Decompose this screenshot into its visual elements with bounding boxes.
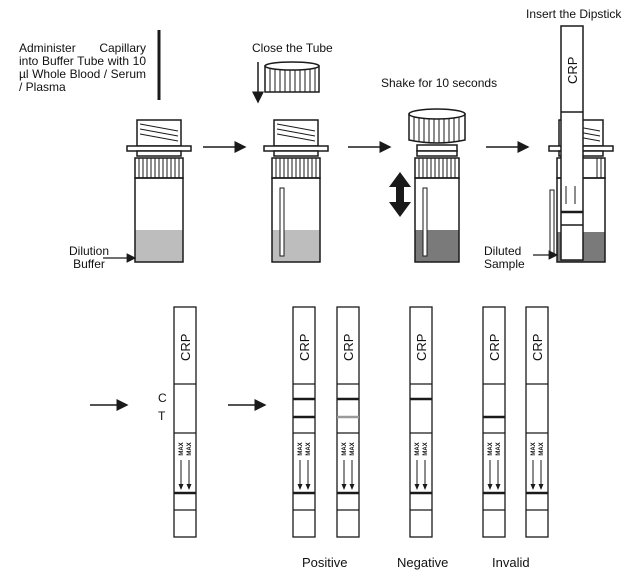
strip-brand: CRP: [178, 334, 193, 361]
shake-arrow-icon: [389, 172, 411, 217]
max-arrow-head: [349, 484, 355, 490]
result-negative-label: Negative: [397, 555, 449, 570]
strip-body: [336, 306, 360, 538]
max-mark: MAX: [179, 442, 185, 455]
max-mark: MAX: [350, 442, 356, 455]
step-insert-label: Insert the Dipstick: [526, 7, 622, 21]
strip-body: [482, 306, 506, 538]
dilution-buffer-label: Dilution Buffer: [68, 244, 110, 271]
max-mark: MAX: [539, 442, 545, 455]
max-mark: MAX: [423, 442, 429, 455]
test-line-label: T: [158, 409, 166, 423]
strip-brand: CRP: [297, 334, 312, 361]
step-close-label: Close the Tube: [252, 41, 333, 55]
max-arrow-head: [422, 484, 428, 490]
max-mark: MAX: [531, 442, 537, 455]
strip-body: [173, 306, 197, 538]
max-arrow-head: [297, 484, 303, 490]
max-arrow-head: [186, 484, 192, 490]
tube-2-close: [252, 61, 329, 263]
max-arrow-head: [487, 484, 493, 490]
max-arrow-head: [414, 484, 420, 490]
tube-1-open-buffer: [103, 30, 192, 263]
strip-brand: CRP: [341, 334, 356, 361]
result-invalid-label: Invalid: [492, 555, 530, 570]
strip-body: [292, 306, 316, 538]
max-mark: MAX: [342, 442, 348, 455]
strip-brand: CRP: [414, 334, 429, 361]
max-mark: MAX: [496, 442, 502, 455]
step-shake-label: Shake for 10 seconds: [381, 76, 498, 90]
strip-body: [525, 306, 549, 538]
max-mark: MAX: [415, 442, 421, 455]
max-arrow-head: [341, 484, 347, 490]
diluted-sample-label: Diluted Sample: [484, 244, 525, 271]
strip-brand: CRP: [530, 334, 545, 361]
max-mark: MAX: [187, 442, 193, 455]
max-arrow-head: [530, 484, 536, 490]
max-arrow-head: [305, 484, 311, 490]
strip-body: [409, 306, 433, 538]
max-mark: MAX: [306, 442, 312, 455]
strip-brand: CRP: [487, 334, 502, 361]
inserted-dipstick-brand: CRP: [565, 57, 580, 84]
control-line-label: C: [158, 391, 167, 405]
step-administer-label: Administer Capillary into Buffer Tube wi…: [19, 41, 146, 94]
result-positive-label: Positive: [302, 555, 348, 570]
max-arrow-head: [178, 484, 184, 490]
max-arrow-head: [538, 484, 544, 490]
max-arrow-head: [495, 484, 501, 490]
max-mark: MAX: [488, 442, 494, 455]
tube-4-insert-dipstick: [533, 25, 614, 263]
tube-3-shake: [408, 108, 466, 263]
max-mark: MAX: [298, 442, 304, 455]
